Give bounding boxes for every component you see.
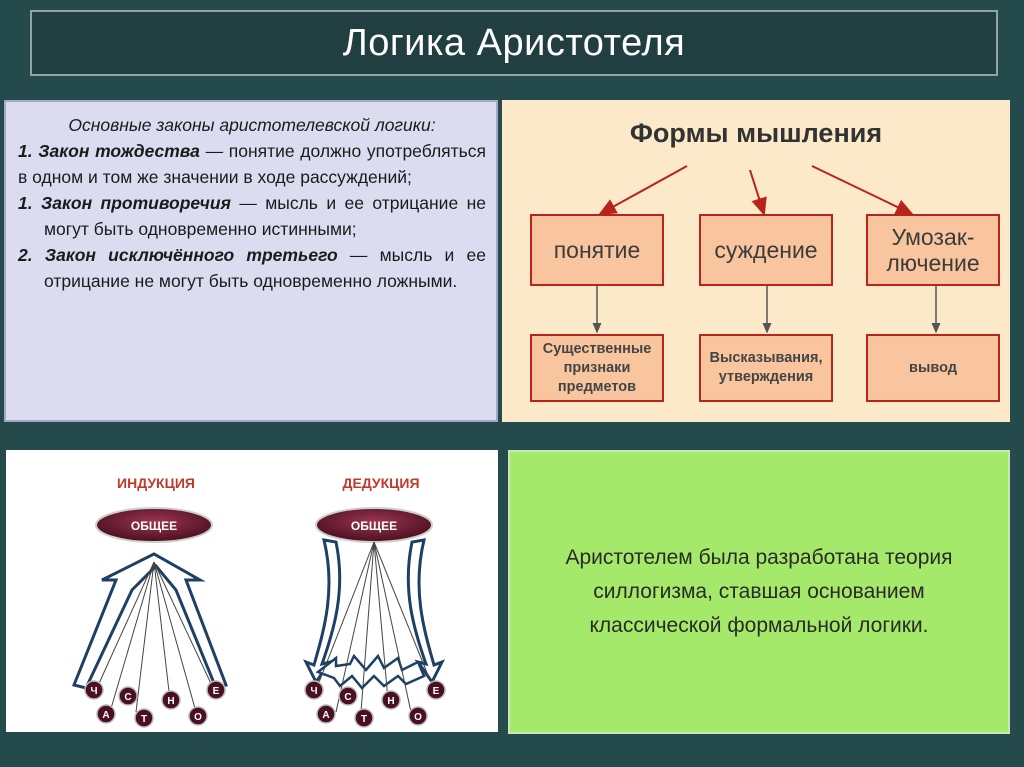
svg-text:Ч: Ч: [90, 686, 97, 697]
arrow-to-concept: [598, 165, 688, 215]
laws-panel: Основные законы аристотелевской логики: …: [4, 100, 498, 422]
induction-letter-5: О: [188, 706, 208, 726]
svg-text:С: С: [344, 692, 351, 703]
form-concept-detail: Существенные признаки предметов: [530, 334, 664, 402]
law-excluded-middle-num: 2.: [18, 245, 33, 265]
law-excluded-middle-name: Закон исключённого третьего: [44, 245, 338, 265]
forms-arrows: [592, 165, 941, 334]
deduction-zigzag: [315, 653, 426, 690]
svg-text:Е: Е: [213, 686, 220, 697]
induction-letter-2: С: [118, 686, 138, 706]
law-identity: 1. Закон тождества — понятие должно упот…: [18, 138, 486, 190]
induction-general-ellipse: [95, 507, 213, 543]
form-inference-detail: вывод: [866, 334, 1000, 402]
deduction-label: ДЕДУКЦИЯ: [342, 475, 419, 491]
induction-letter-0: Ч: [84, 680, 104, 700]
form-judgment-label: суждение: [714, 237, 818, 263]
induction-lines: [95, 561, 215, 713]
svg-text:А: А: [322, 710, 329, 721]
law-identity-text: — понятие должно употребляться в одном и…: [18, 141, 486, 187]
law-contradiction-name: Закон противоречия: [41, 193, 231, 213]
svg-text:Е: Е: [433, 686, 440, 697]
syllogism-note-text: Аристотелем была разработана теория силл…: [565, 546, 953, 637]
svg-text:Т: Т: [361, 714, 367, 725]
induction-letter-4: Н: [161, 690, 181, 710]
law-contradiction: 1. Закон противоречия — мысль и ее отриц…: [18, 190, 486, 242]
svg-text:Ч: Ч: [310, 686, 317, 697]
deduction-lines: [315, 541, 435, 713]
forms-title: Формы мышления: [629, 118, 883, 148]
deduction-right-arrow: [406, 538, 446, 685]
form-inference-label: Умозак- лючение: [886, 224, 980, 276]
law-identity-name: Закон тождества: [38, 141, 200, 161]
form-judgment-detail: Высказывания, утверждения: [699, 334, 833, 402]
form-judgment: суждение: [699, 214, 833, 286]
form-inference-detail-label: вывод: [909, 359, 957, 376]
deduction-letter-2: С: [338, 686, 358, 706]
syllogism-note: Аристотелем была разработана теория силл…: [508, 450, 1010, 734]
forms-of-thinking-panel: Формы мышления понятие суждение Умозак- …: [502, 100, 1010, 422]
induction-label: ИНДУКЦИЯ: [117, 475, 195, 491]
svg-text:С: С: [124, 692, 131, 703]
form-inference: Умозак- лючение: [866, 214, 1000, 286]
induction-deduction-svg: ИНДУКЦИЯ ОБЩЕЕ ДЕДУКЦИЯ ОБЩЕЕ: [71, 475, 446, 713]
form-judgment-detail-label: Высказывания, утверждения: [709, 350, 823, 385]
induction-letter-6: Е: [206, 680, 226, 700]
svg-text:Н: Н: [167, 696, 174, 707]
deduction-letter-5: О: [408, 706, 428, 726]
svg-text:А: А: [102, 710, 109, 721]
form-concept: понятие: [530, 214, 664, 286]
law-contradiction-text: — мысль и ее отрицание не могут быть одн…: [44, 193, 487, 239]
form-concept-detail-label: Существенные признаки предметов: [542, 340, 652, 395]
arrow-to-judgment: [749, 169, 767, 216]
law-excluded-middle-text: — мысль и ее отрицание не могут быть одн…: [44, 245, 486, 291]
deduction-letter-0: Ч: [304, 680, 324, 700]
law-contradiction-num: 1.: [18, 193, 33, 213]
svg-text:О: О: [194, 712, 202, 723]
deduction-general-label: ОБЩЕЕ: [351, 519, 397, 533]
law-excluded-middle: 2. Закон исключённого третьего — мысль и…: [18, 242, 486, 294]
svg-text:О: О: [414, 712, 422, 723]
form-concept-label: понятие: [553, 237, 641, 263]
deduction-letter-6: Е: [426, 680, 446, 700]
title-bar: Логика Аристотеля: [30, 10, 998, 76]
deduction-letter-4: Н: [381, 690, 401, 710]
law-identity-num: 1.: [18, 141, 33, 161]
arrow-to-inference: [811, 165, 914, 215]
induction-general-label: ОБЩЕЕ: [131, 519, 177, 533]
induction-letter-1: А: [96, 704, 116, 724]
induction-letter-3: Т: [134, 708, 154, 728]
svg-text:Н: Н: [387, 696, 394, 707]
page-title: Логика Аристотеля: [342, 21, 686, 64]
laws-intro: Основные законы аристотелевской логики:: [68, 115, 436, 135]
svg-text:Т: Т: [141, 714, 147, 725]
deduction-letter-1: А: [316, 704, 336, 724]
deduction-letter-3: Т: [354, 708, 374, 728]
induction-big-arrow: [71, 552, 228, 690]
